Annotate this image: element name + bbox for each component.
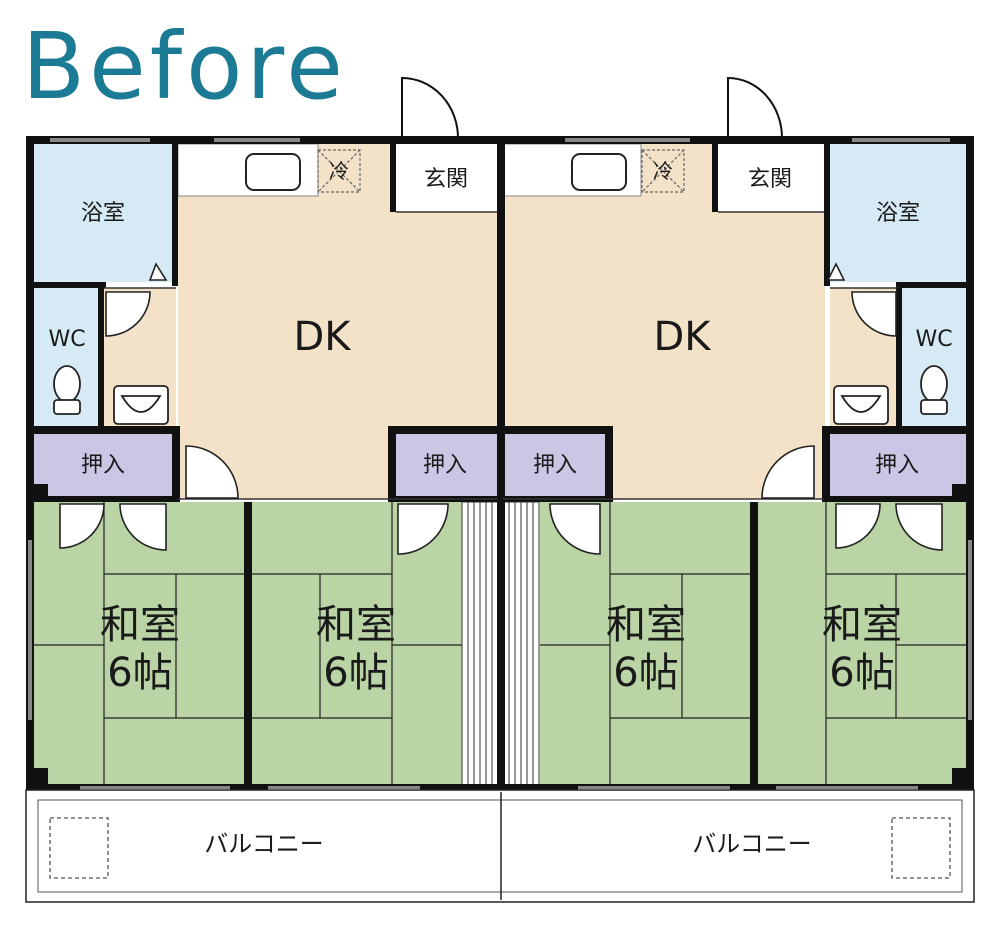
- label-entrance-right: 玄関: [748, 167, 792, 192]
- label-fridge-right: 冷: [653, 159, 673, 183]
- washbasin-icon: [833, 385, 889, 425]
- stairs-icon: [461, 501, 540, 787]
- label-washitsu-3-line1: 和室: [606, 602, 686, 648]
- label-closet-left-b: 押入: [423, 453, 467, 478]
- label-wc-left: WC: [48, 327, 85, 352]
- toilet-icon: [920, 365, 948, 415]
- closet-left-outer: [34, 432, 174, 496]
- label-closet-right-a: 押入: [533, 453, 577, 478]
- washitsu-1: [34, 502, 246, 786]
- label-dk-right: DK: [653, 314, 712, 360]
- entrance-door-icon: [727, 76, 784, 139]
- fridge-space-icon: [317, 149, 361, 193]
- label-balcony-left: バルコニー: [204, 830, 324, 858]
- label-dk-left: DK: [293, 314, 352, 360]
- washitsu-3: [540, 502, 752, 786]
- sink-icon: [245, 153, 301, 191]
- label-entrance-left: 玄関: [424, 167, 468, 192]
- washitsu-2: [250, 502, 462, 786]
- tatami-lines: [34, 502, 968, 786]
- entrance-door-icon: [401, 76, 460, 139]
- label-washitsu-4-line2: 6帖: [829, 650, 894, 696]
- label-washitsu-2-line2: 6帖: [323, 650, 388, 696]
- swing-door-icon: [105, 262, 897, 555]
- label-washitsu-2-line1: 和室: [316, 602, 396, 648]
- sink-icon: [571, 153, 627, 191]
- air-conditioner-unit-icon: [49, 817, 951, 879]
- closet-right-inner: [503, 432, 607, 496]
- bath-left: [34, 144, 172, 282]
- label-wc-right: WC: [915, 327, 952, 352]
- balcony: [25, 789, 975, 903]
- bath-right: [830, 144, 966, 282]
- closet-left-inner: [394, 432, 498, 496]
- closet-right-outer: [828, 432, 966, 496]
- washbasin-icon: [113, 385, 169, 425]
- double-door-icon: [59, 503, 943, 551]
- label-washitsu-3-line2: 6帖: [613, 650, 678, 696]
- label-washitsu-1-line2: 6帖: [107, 650, 172, 696]
- heading-before: Before: [22, 13, 347, 120]
- label-washitsu-1-line1: 和室: [100, 602, 180, 648]
- label-fridge-left: 冷: [329, 159, 349, 183]
- label-balcony-right: バルコニー: [692, 830, 812, 858]
- label-bath-right: 浴室: [876, 201, 920, 226]
- label-washitsu-4-line1: 和室: [822, 602, 902, 648]
- label-closet-right-b: 押入: [875, 453, 919, 478]
- label-bath-left: 浴室: [81, 201, 125, 226]
- label-closet-left-a: 押入: [81, 453, 125, 478]
- toilet-icon: [53, 365, 81, 415]
- fridge-space-icon: [641, 149, 685, 193]
